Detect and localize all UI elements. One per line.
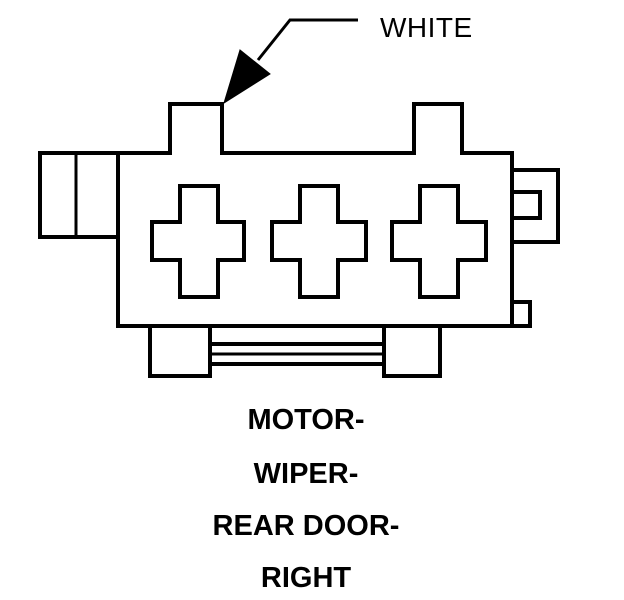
caption-line-2: WIPER- — [253, 458, 359, 490]
arrow-head-icon — [223, 49, 271, 105]
callout-leader — [223, 18, 358, 105]
right-clip — [508, 168, 560, 328]
caption-line-3: REAR DOOR- — [212, 510, 400, 542]
bottom-rail — [148, 324, 442, 378]
left-latch — [38, 151, 122, 239]
caption-line-4: RIGHT — [260, 562, 352, 594]
callout-label-white: WHITE — [380, 12, 473, 43]
caption-line-1: MOTOR- — [247, 404, 365, 436]
cavity-1 — [150, 184, 246, 299]
cavity-2 — [270, 184, 368, 299]
cavity-3 — [390, 184, 488, 299]
